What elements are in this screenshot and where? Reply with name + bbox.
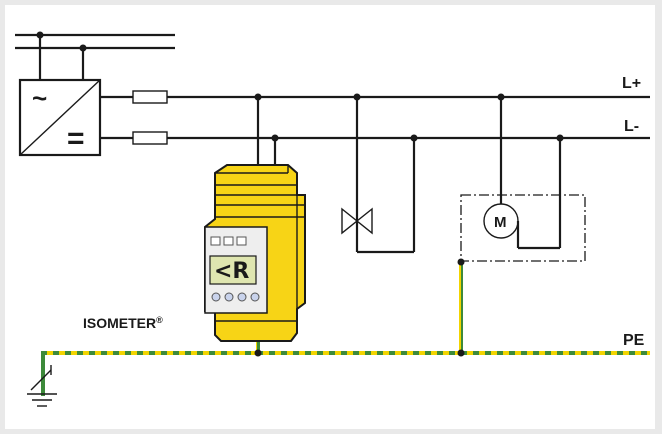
l-plus-label: L+	[622, 75, 641, 92]
acdc-converter: ~ =	[18, 78, 102, 157]
isometer-label-mark: ®	[156, 315, 163, 325]
converter-ac-symbol: ~	[32, 83, 47, 113]
isometer-label: ISOMETER®	[83, 315, 163, 331]
motor-label: M	[494, 214, 507, 231]
converter-dc-symbol: =	[67, 122, 85, 155]
fuse-top	[132, 90, 168, 104]
valve-load	[341, 97, 416, 254]
lcd-text: <R	[214, 259, 249, 284]
circuit-svg: ~ = L+ L- M	[15, 31, 650, 407]
l-minus-label: L-	[624, 118, 639, 135]
l-minus-rail: L-	[100, 118, 650, 145]
fuse-bottom	[132, 131, 168, 145]
device-button-1	[211, 292, 221, 302]
isometer-label-name: ISOMETER	[83, 315, 156, 331]
device-button-2	[224, 292, 234, 302]
ac-supply-lines	[15, 31, 175, 80]
ground-symbol	[27, 365, 57, 407]
pe-conductor: PE	[41, 258, 650, 396]
device-button-3	[237, 292, 247, 302]
motor-housing	[460, 194, 586, 262]
device-lcd	[209, 255, 257, 285]
l-plus-rail: L+	[100, 75, 650, 104]
device-button-4	[250, 292, 260, 302]
isometer-device: <R	[204, 164, 306, 342]
circuit-diagram: ~ = L+ L- M	[5, 5, 655, 429]
motor-load: M	[460, 97, 586, 262]
pe-label: PE	[623, 332, 645, 349]
